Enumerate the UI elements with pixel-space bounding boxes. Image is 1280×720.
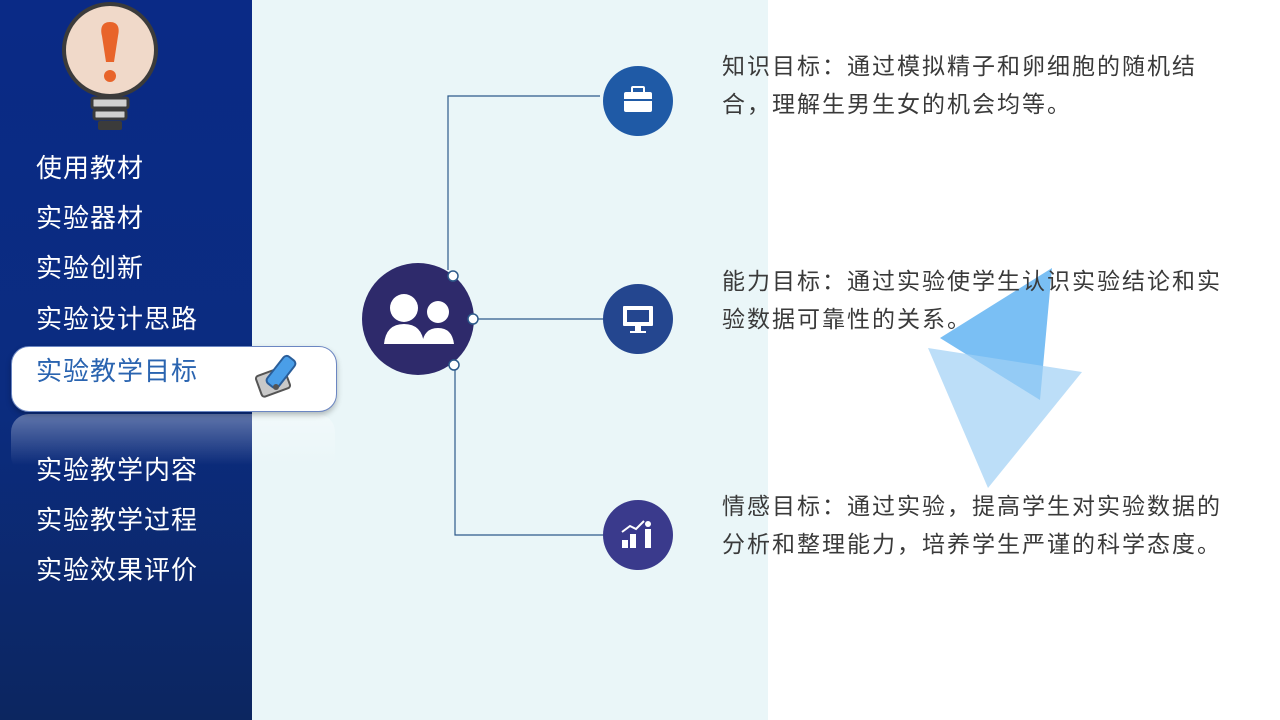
goal-ability-text: 能力目标：通过实验使学生认识实验结论和实验数据可靠性的关系。 bbox=[722, 269, 1222, 333]
pencil-icon bbox=[254, 354, 297, 398]
lightbulb-icon bbox=[62, 2, 158, 130]
decor-triangle-2 bbox=[928, 348, 1082, 488]
connector-dot-1 bbox=[447, 270, 459, 282]
sidebar-item-innovation[interactable]: 实验创新 bbox=[36, 254, 145, 284]
growth-chart-icon bbox=[603, 500, 673, 570]
sidebar-item-process[interactable]: 实验教学过程 bbox=[36, 506, 199, 536]
sidebar-item-equipment[interactable]: 实验器材 bbox=[36, 204, 145, 234]
sidebar-item-textbook[interactable]: 使用教材 bbox=[36, 154, 145, 184]
sidebar-item-content[interactable]: 实验教学内容 bbox=[36, 450, 198, 487]
monitor-icon bbox=[603, 284, 673, 354]
active-item-reflection bbox=[11, 414, 335, 474]
sidebar-item-evaluation[interactable]: 实验效果评价 bbox=[36, 556, 199, 586]
briefcase-icon bbox=[603, 66, 673, 136]
students-icon bbox=[362, 263, 474, 375]
connector-dot-3 bbox=[448, 359, 460, 371]
sidebar-item-goals[interactable]: 实验教学目标 bbox=[11, 346, 337, 412]
goal-knowledge-text: 知识目标：通过模拟精子和卵细胞的随机结合，理解生男生女的机会均等。 bbox=[722, 54, 1197, 118]
connector-line-1 bbox=[447, 95, 600, 270]
goal-emotion-text: 情感目标：通过实验，提高学生对实验数据的分析和整理能力，培养学生严谨的科学态度。 bbox=[722, 494, 1222, 558]
connector-dot-2 bbox=[467, 313, 479, 325]
sidebar-item-design[interactable]: 实验设计思路 bbox=[36, 305, 199, 335]
connector-line-3 bbox=[454, 368, 605, 536]
sidebar-item-label: 实验教学目标 bbox=[36, 357, 199, 387]
content-panel bbox=[252, 0, 768, 720]
